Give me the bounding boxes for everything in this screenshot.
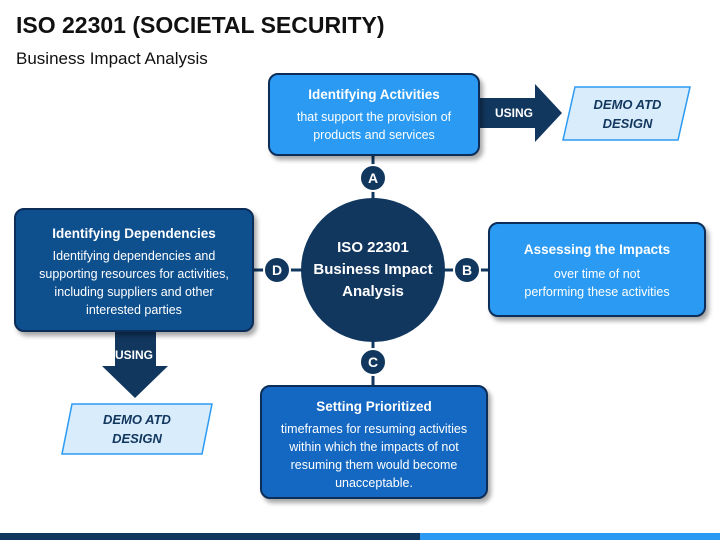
center-line1: ISO 22301 <box>337 239 409 256</box>
page-subtitle: Business Impact Analysis <box>16 49 208 68</box>
demo-right-line1: DEMO ATD <box>593 97 662 112</box>
node-identifying-activities: Identifying Activities that support the … <box>268 73 480 156</box>
node-d-line3: including suppliers and other <box>54 285 214 299</box>
node-a-title: Identifying Activities <box>308 87 440 102</box>
demo-right-shape <box>562 86 691 141</box>
node-a-line1: that support the provision of <box>296 110 452 124</box>
node-d-line1: Identifying dependencies and <box>52 249 216 263</box>
node-d-title: Identifying Dependencies <box>52 226 216 241</box>
page-title: ISO 22301 (SOCIETAL SECURITY) <box>16 12 385 38</box>
center-circle: ISO 22301 Business Impact Analysis <box>301 198 445 342</box>
footer-stripe-light <box>420 533 720 540</box>
node-b-title: Assessing the Impacts <box>523 242 671 257</box>
node-c-line3: resuming them would become <box>290 458 458 472</box>
center-line2: Business Impact <box>313 261 433 278</box>
demo-left-text: DEMO ATD DESIGN <box>72 410 202 448</box>
using-arrow-down <box>102 332 168 398</box>
node-c-title: Setting Prioritized <box>316 399 432 414</box>
node-b-line1: over time of not <box>553 267 641 281</box>
node-assessing-impacts: Assessing the Impacts over time of not p… <box>488 222 706 317</box>
center-line3: Analysis <box>342 283 404 300</box>
badge-a: A <box>359 164 387 192</box>
node-identifying-dependencies: Identifying Dependencies Identifying dep… <box>14 208 254 332</box>
node-d-line2: supporting resources for activities, <box>39 267 229 281</box>
node-setting-prioritized: Setting Prioritized timeframes for resum… <box>260 385 488 499</box>
footer-stripe-dark <box>0 533 420 540</box>
demo-left-line1: DEMO ATD <box>103 412 171 427</box>
node-c-line2: within which the impacts of not <box>289 440 459 454</box>
badge-c: C <box>359 348 387 376</box>
badge-d: D <box>263 256 291 284</box>
demo-left-line2: DESIGN <box>112 431 162 446</box>
using-label-down: USING <box>115 348 154 362</box>
node-b-line2: performing these activities <box>524 285 670 299</box>
demo-left-shape <box>61 403 213 455</box>
demo-right-line2: DESIGN <box>602 116 653 131</box>
node-a-line2: products and services <box>313 128 435 142</box>
node-c-line1: timeframes for resuming activities <box>280 422 468 436</box>
node-c-line4: unacceptable. <box>335 476 413 490</box>
badge-b: B <box>453 256 481 284</box>
using-label-right: USING <box>495 106 534 120</box>
demo-right-text: DEMO ATD DESIGN <box>575 95 680 133</box>
using-arrow-right <box>480 84 562 142</box>
node-d-line4: interested parties <box>86 303 182 317</box>
